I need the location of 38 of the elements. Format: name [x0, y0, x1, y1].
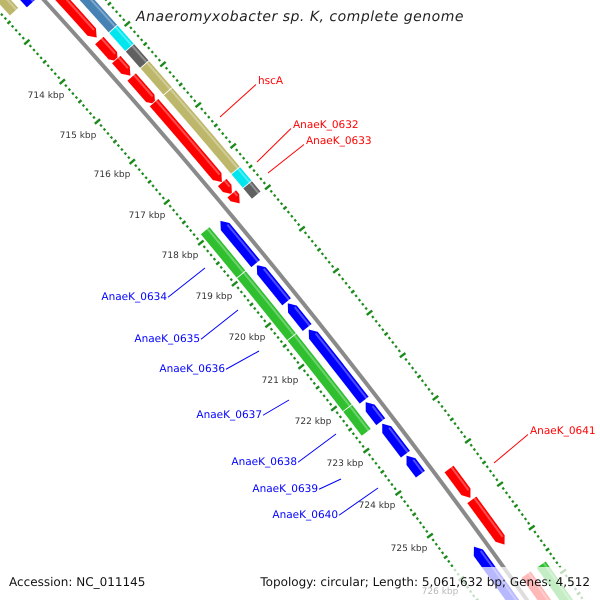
- scale-label: 720 kbp: [228, 334, 266, 343]
- leader-line: [268, 144, 304, 174]
- scale-label: 719 kbp: [196, 293, 232, 302]
- gene-label: AnaeK_0640: [272, 510, 338, 520]
- scale-label: 725 kbp: [390, 545, 428, 554]
- gene-label: AnaeK_0634: [101, 292, 167, 302]
- leader-line: [318, 478, 342, 490]
- footer-text: Accession: NC_011145: [9, 576, 146, 588]
- leader-line: [262, 400, 290, 416]
- gene-label: hscA: [258, 76, 284, 86]
- leader-line: [200, 310, 238, 340]
- leader-line: [494, 434, 528, 464]
- scale-label: 723 kbp: [326, 460, 364, 469]
- gene-label: AnaeK_0641: [530, 426, 596, 436]
- scale-label: 715 kbp: [60, 132, 96, 141]
- scale-label: 726 kbp: [422, 588, 458, 597]
- scale-label: 714 kbp: [28, 92, 64, 101]
- scale-label: 718 kbp: [162, 252, 198, 261]
- leader-line: [220, 84, 256, 118]
- footer-text: Topology: circular; Length: 5,061,632 bp; Genes: 4,512: [260, 576, 590, 588]
- leader-line: [256, 128, 292, 162]
- gene-label: AnaeK_0637: [196, 410, 262, 420]
- leader-line: [168, 268, 206, 298]
- scale-label: 722 kbp: [294, 418, 332, 427]
- title: Anaeromyxobacter sp. K, complete genome: [134, 10, 465, 24]
- gene-label: AnaeK_0636: [159, 364, 225, 374]
- scale-label: 721 kbp: [262, 377, 298, 386]
- gene-label: AnaeK_0633: [306, 136, 372, 146]
- scale-label: 716 kbp: [94, 171, 130, 180]
- scale-label: 724 kbp: [358, 502, 396, 511]
- gene-label: AnaeK_0638: [231, 457, 297, 468]
- leader-line: [298, 434, 336, 463]
- gene-label: AnaeK_0632: [293, 120, 359, 130]
- gene-label: AnaeK_0639: [252, 484, 318, 494]
- scale-label: 717 kbp: [128, 212, 166, 221]
- gene-label: AnaeK_0635: [134, 334, 200, 344]
- leader-line: [226, 350, 260, 370]
- leader-line: [338, 488, 378, 516]
